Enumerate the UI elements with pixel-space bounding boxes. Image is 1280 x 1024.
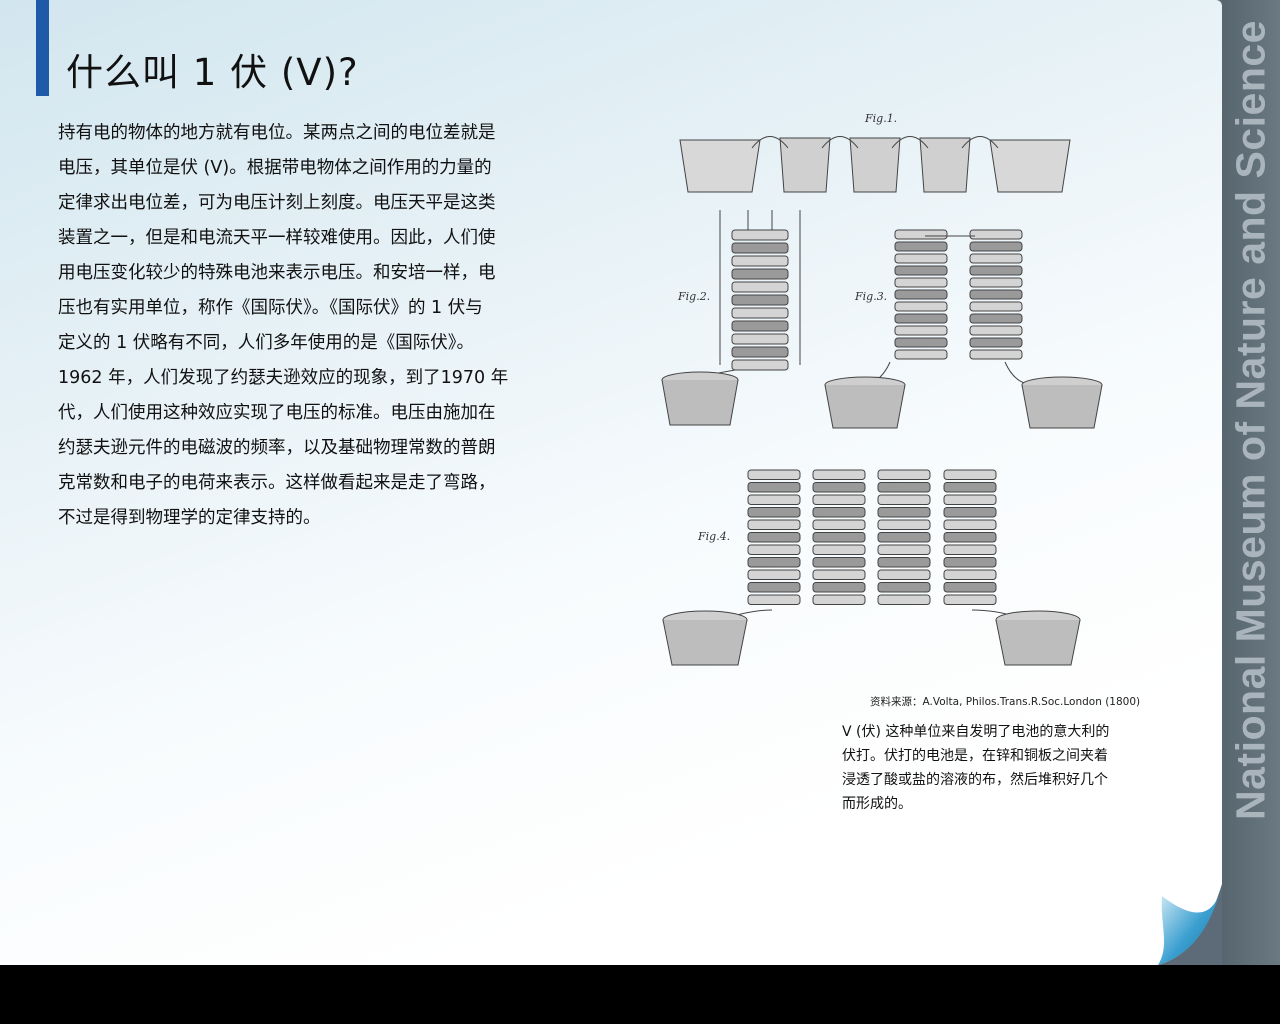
pile-disc: [969, 337, 1023, 348]
pile-disc: [877, 482, 931, 493]
pile-disc: [731, 229, 789, 241]
pile-disc: [877, 544, 931, 555]
pile-disc: [731, 359, 789, 371]
pile-disc: [812, 594, 866, 605]
pile-disc: [731, 320, 789, 332]
pile-disc: [969, 229, 1023, 240]
pile-disc: [894, 253, 948, 264]
pile-disc: [731, 294, 789, 306]
pile-disc: [812, 544, 866, 555]
fig4-quad-pile: [662, 469, 1081, 666]
pile-disc: [877, 494, 931, 505]
pile-disc: [894, 313, 948, 324]
pile-disc: [747, 469, 801, 480]
pile-disc: [894, 277, 948, 288]
pile-disc: [894, 265, 948, 276]
pile-disc: [969, 241, 1023, 252]
fig2-pile: [661, 210, 801, 426]
pile-disc: [812, 569, 866, 580]
pile-disc: [894, 229, 948, 240]
fig2-label: Fig.2.: [677, 290, 710, 303]
pile-disc: [943, 594, 997, 605]
pile-disc: [747, 494, 801, 505]
side-band: [1222, 0, 1280, 965]
pile-disc: [969, 325, 1023, 336]
pile-disc: [943, 532, 997, 543]
pile-disc: [894, 301, 948, 312]
fig1-crown-of-cups: [679, 136, 1071, 193]
pile-disc: [969, 253, 1023, 264]
pile-disc: [943, 569, 997, 580]
pile-disc: [969, 313, 1023, 324]
fig4-label: Fig.4.: [697, 530, 730, 543]
pile-disc: [969, 289, 1023, 300]
pile-disc: [747, 544, 801, 555]
pile-disc: [943, 482, 997, 493]
pile-disc: [943, 519, 997, 530]
pile-disc: [943, 544, 997, 555]
pile-disc: [877, 569, 931, 580]
pile-disc: [877, 507, 931, 518]
pile-disc: [894, 337, 948, 348]
pile-disc: [747, 594, 801, 605]
body-paragraph: 持有电的物体的地方就有电位。某两点之间的电位差就是 电压，其单位是伏 (V)。根…: [58, 123, 509, 528]
pile-disc: [894, 241, 948, 252]
pile-disc: [812, 482, 866, 493]
pile-disc: [747, 569, 801, 580]
figure-caption: V (伏) 这种单位来自发明了电池的意大利的 伏打。伏打的电池是，在锌和铜板之间…: [842, 724, 1110, 812]
pile-disc: [731, 281, 789, 293]
pile-disc: [747, 482, 801, 493]
volta-pile-illustration: Fig.1. Fig.2.: [661, 112, 1103, 666]
pile-disc: [969, 349, 1023, 360]
pile-disc: [877, 557, 931, 568]
pile-disc: [812, 494, 866, 505]
title-accent-bar: [36, 0, 49, 96]
pile-disc: [943, 494, 997, 505]
pile-disc: [894, 289, 948, 300]
pile-disc: [731, 242, 789, 254]
document-page: 什么叫 1 伏 (V)? 持有电的物体的地方就有电位。某两点之间的电位差就是 电…: [0, 0, 1222, 965]
pile-disc: [812, 507, 866, 518]
pile-disc: [731, 333, 789, 345]
pile-disc: [747, 519, 801, 530]
pile-disc: [877, 532, 931, 543]
page-curl-icon[interactable]: [1158, 884, 1222, 965]
pile-disc: [747, 507, 801, 518]
fig3-label: Fig.3.: [854, 290, 887, 303]
pile-disc: [731, 307, 789, 319]
pile-disc: [877, 594, 931, 605]
pile-disc: [731, 255, 789, 267]
pile-disc: [894, 325, 948, 336]
pile-disc: [747, 557, 801, 568]
page-title: 什么叫 1 伏 (V)?: [66, 51, 359, 94]
pile-disc: [731, 346, 789, 358]
pile-disc: [812, 469, 866, 480]
viewer-stage: 什么叫 1 伏 (V)? 持有电的物体的地方就有电位。某两点之间的电位差就是 电…: [0, 0, 1280, 965]
pile-disc: [747, 582, 801, 593]
pile-disc: [969, 301, 1023, 312]
figure-source: 资料来源：A.Volta, Philos.Trans.R.Soc.London …: [870, 696, 1141, 708]
pile-disc: [877, 582, 931, 593]
pile-disc: [812, 557, 866, 568]
pile-disc: [943, 557, 997, 568]
pile-disc: [812, 582, 866, 593]
pile-disc: [812, 519, 866, 530]
pile-disc: [747, 532, 801, 543]
pile-disc: [969, 265, 1023, 276]
pile-disc: [969, 277, 1023, 288]
museum-name-vertical: National Museum of Nature and Science: [1227, 20, 1274, 820]
pile-disc: [731, 268, 789, 280]
pile-disc: [943, 469, 997, 480]
pile-disc: [877, 469, 931, 480]
pile-disc: [894, 349, 948, 360]
pile-disc: [812, 532, 866, 543]
fig3-double-pile: [824, 229, 1103, 429]
pile-disc: [943, 582, 997, 593]
fig1-label: Fig.1.: [864, 112, 897, 125]
pile-disc: [943, 507, 997, 518]
pile-disc: [877, 519, 931, 530]
